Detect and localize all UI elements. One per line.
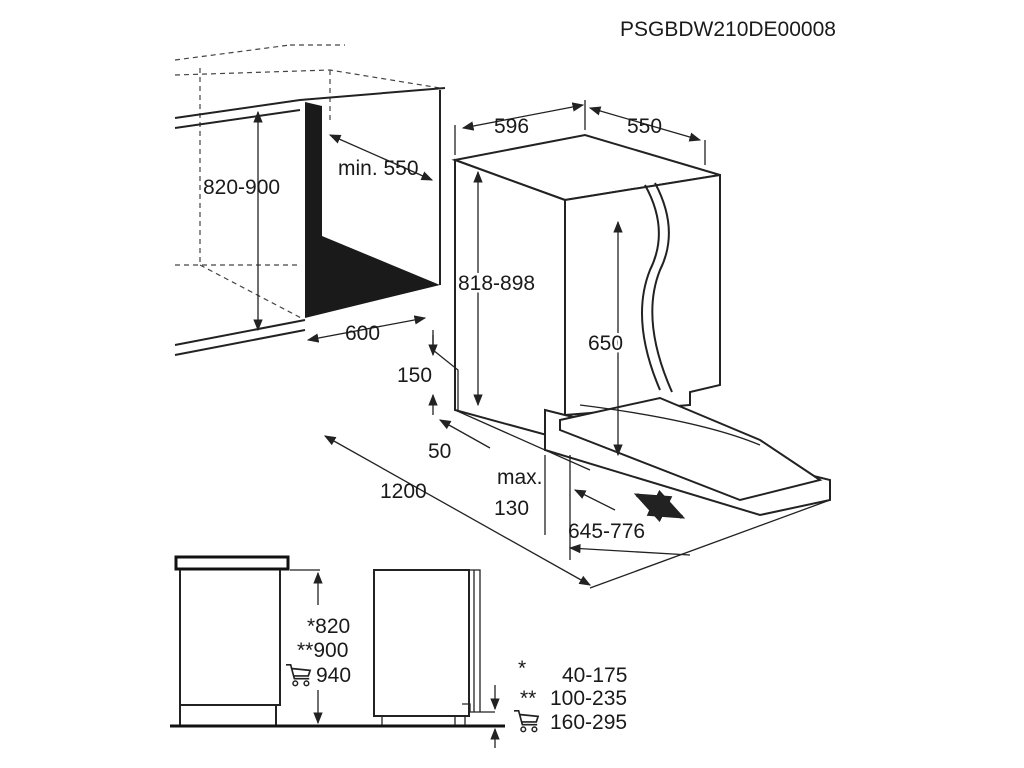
shopping-cart-icon (513, 709, 539, 733)
side-view-dishwasher: * 40-175 ** 100-235 160-295 (373, 569, 627, 748)
max-label: max. (497, 466, 543, 489)
niche-opening (305, 102, 440, 318)
appliance-depth-label: 550 (627, 115, 662, 138)
door-adjust-arrow (633, 489, 686, 523)
side-height-1: *820 (307, 615, 350, 638)
appliance-width-label: 596 (494, 115, 529, 138)
clearance-label: 1200 (380, 480, 427, 503)
plinth-1-marker: * (518, 657, 526, 680)
model-code: PSGBDW210DE00008 (620, 18, 836, 41)
side-height-3: 940 (316, 664, 351, 687)
max-value-label: 130 (494, 497, 529, 520)
shopping-cart-icon (285, 663, 311, 687)
plinth-1-range: 40-175 (562, 664, 627, 687)
plinth-3-range: 160-295 (550, 711, 627, 734)
niche-depth-label: min. 550 (338, 157, 419, 180)
door-height-label: 650 (588, 332, 623, 355)
plinth-height-label: 150 (397, 364, 432, 387)
dishwasher: 596 550 818-898 650 (451, 100, 831, 517)
niche-height-label: 820-900 (203, 176, 280, 199)
appliance-height-label: 818-898 (458, 272, 535, 295)
floor-dimensions: 150 50 1200 max. 130 645-776 (323, 330, 831, 589)
plinth-2-marker: ** (520, 687, 536, 710)
niche-cabinet: 820-900 min. 550 600 (174, 44, 446, 356)
plinth-offset-label: 50 (428, 440, 451, 463)
side-view-cabinet: *820 **900 940 (170, 555, 505, 728)
niche-width-label: 600 (345, 322, 380, 345)
side-height-2: **900 (297, 639, 348, 662)
plinth-2-range: 100-235 (550, 687, 627, 710)
door-range-label: 645-776 (568, 520, 645, 543)
